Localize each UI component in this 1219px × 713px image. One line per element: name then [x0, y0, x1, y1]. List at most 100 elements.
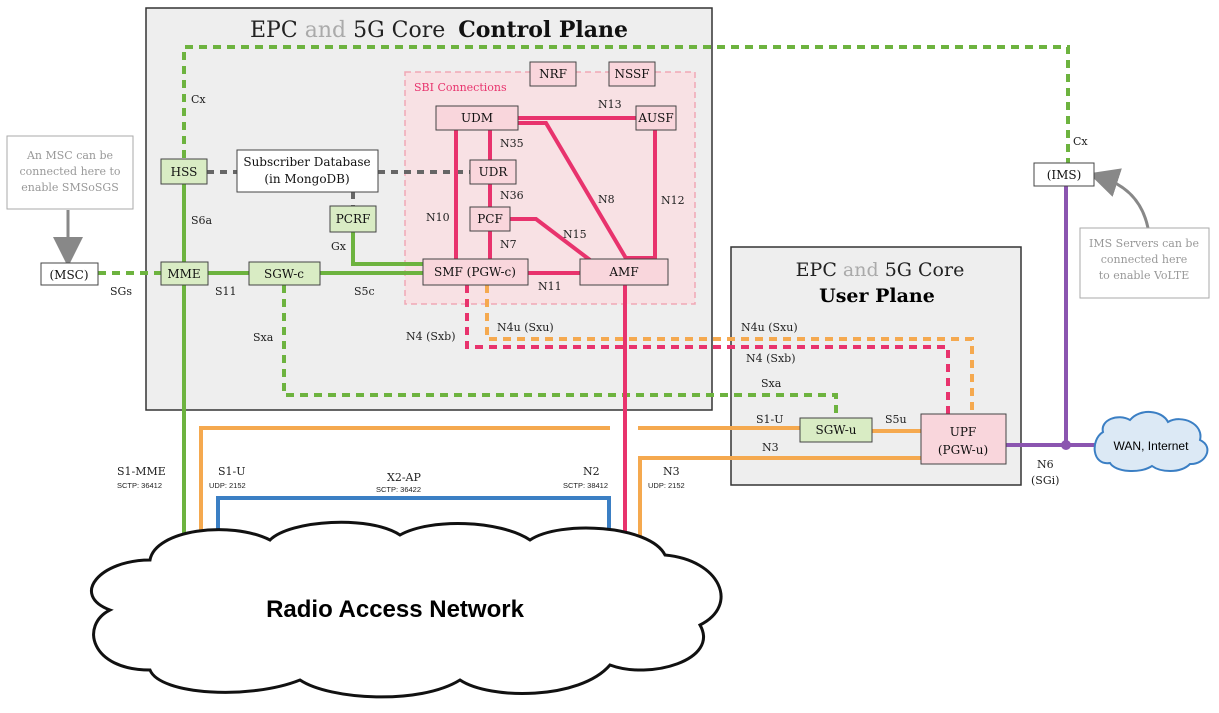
n6-junction — [1061, 440, 1071, 450]
n12-link — [627, 130, 657, 260]
sgs-label: SGs — [110, 285, 132, 298]
subscriber-db-label-2: (in MongoDB) — [264, 172, 349, 186]
n3-up-label: N3 — [762, 441, 779, 454]
upf-label-2: (PGW-u) — [938, 443, 988, 457]
smf-node-box — [422, 258, 529, 286]
n4-link — [465, 285, 950, 414]
n2-label: N2 — [583, 465, 600, 478]
udm-label: UDM — [461, 111, 493, 125]
n4u-up-label: N4u (Sxu) — [741, 321, 798, 334]
n4-up-label: N4 (Sxb) — [746, 352, 795, 365]
ims-label: (IMS) — [1047, 168, 1082, 182]
s11-label: S11 — [215, 285, 237, 298]
n3-label: N3 — [663, 465, 680, 478]
wan-label: WAN, Internet — [1114, 439, 1190, 453]
n36-label: N36 — [500, 189, 524, 202]
sgwu-node-box — [799, 417, 873, 443]
s5u-label: S5u — [885, 413, 907, 426]
n3-link — [638, 456, 921, 548]
s1u-label: S1-U — [218, 465, 246, 478]
pcrf-label: PCRF — [336, 212, 371, 226]
s5c-label: S5c — [354, 285, 375, 298]
user-plane-title-bold: User Plane — [819, 285, 935, 307]
amf-label: AMF — [608, 265, 638, 279]
hss-node-box — [160, 158, 208, 185]
n8-link — [518, 121, 629, 262]
udr-label: UDR — [479, 165, 509, 179]
ims-note-line-1: IMS Servers can be — [1089, 237, 1199, 250]
smf-label: SMF (PGW-c) — [434, 265, 516, 279]
subscriber-db-label-1: Subscriber Database — [243, 155, 370, 169]
cx-right-label: Cx — [1073, 135, 1088, 148]
ims-note-line-2: connected here — [1101, 253, 1187, 266]
s1mme-label: S1-MME — [117, 465, 166, 478]
amf-node-box — [579, 258, 669, 286]
s1u-up-label: S1-U — [756, 413, 784, 426]
n8-label: N8 — [598, 193, 615, 206]
nssf-label: NSSF — [614, 67, 649, 81]
udr-node-box — [469, 159, 517, 185]
msc-note-line-1: An MSC can be — [26, 149, 113, 162]
n13-label: N13 — [598, 98, 622, 111]
sxa-link — [282, 285, 838, 418]
sbi-label: SBI Connections — [414, 81, 507, 94]
s1u-sub-label: UDP: 2152 — [209, 481, 246, 490]
udm-node-box — [435, 105, 519, 131]
n2-sub-label: SCTP: 38412 — [563, 481, 608, 490]
cx-left-label: Cx — [191, 93, 206, 106]
msc-node-box — [40, 262, 99, 286]
sgwu-label: SGW-u — [815, 423, 856, 437]
pcrf-node-box — [329, 205, 377, 233]
gx-link — [351, 232, 423, 266]
subscriber-db-box — [236, 149, 379, 193]
n11-label: N11 — [538, 280, 562, 293]
nssf-node-box — [608, 61, 656, 87]
n15-label: N15 — [563, 228, 587, 241]
x2ap-sub-label: SCTP: 36422 — [376, 485, 421, 494]
upf-node-box — [920, 413, 1007, 465]
n7-label: N7 — [500, 238, 517, 251]
ran-label: Radio Access Network — [266, 596, 525, 623]
n35-label: N35 — [500, 137, 524, 150]
ims-note-line-3: to enable VoLTE — [1099, 269, 1190, 282]
cx-link — [182, 45, 1070, 163]
wan-cloud — [1093, 411, 1209, 472]
pcf-label: PCF — [477, 212, 503, 226]
msc-note-line-3: enable SMSoSGS — [21, 181, 119, 194]
ims-node-box — [1033, 162, 1095, 187]
mme-node-box — [160, 261, 209, 286]
control-plane-title: EPC and 5G Core Control Plane — [250, 17, 628, 43]
n15-link — [510, 217, 592, 262]
ims-note-box — [1079, 227, 1210, 299]
n12-label: N12 — [661, 194, 685, 207]
n6-label: N6 — [1037, 458, 1054, 471]
sgwc-label: SGW-c — [264, 267, 304, 281]
sgi-label: (SGi) — [1031, 474, 1059, 487]
n3-sub-label: UDP: 2152 — [648, 481, 685, 490]
nrf-label: NRF — [539, 67, 567, 81]
sxa-up-label: Sxa — [761, 377, 782, 390]
sxa-cp-label: Sxa — [253, 331, 274, 344]
n4u-cp-label: N4u (Sxu) — [497, 321, 554, 334]
nrf-node-box — [529, 61, 577, 87]
x2ap-label: X2-AP — [387, 471, 421, 484]
s6a-label: S6a — [191, 214, 213, 227]
msc-note-box — [6, 135, 134, 210]
hss-label: HSS — [171, 165, 198, 179]
sgwc-node-box — [248, 261, 321, 286]
n4u-link — [485, 285, 974, 414]
s1u-link-ran — [199, 426, 610, 548]
s1mme-sub-label: SCTP: 36412 — [117, 481, 162, 490]
upf-label-1: UPF — [950, 425, 977, 439]
msc-label: (MSC) — [49, 268, 88, 282]
ran-cloud — [89, 520, 723, 699]
x2ap-link — [216, 496, 611, 548]
gx-label: Gx — [331, 240, 347, 253]
ausf-label: AUSF — [637, 111, 673, 125]
pcf-node-box — [469, 206, 511, 232]
ausf-node-box — [635, 105, 677, 131]
user-plane-title: EPC and 5G Core — [796, 259, 965, 281]
n4-cp-label: N4 (Sxb) — [406, 330, 455, 343]
ims-note-arrow — [1088, 168, 1150, 229]
